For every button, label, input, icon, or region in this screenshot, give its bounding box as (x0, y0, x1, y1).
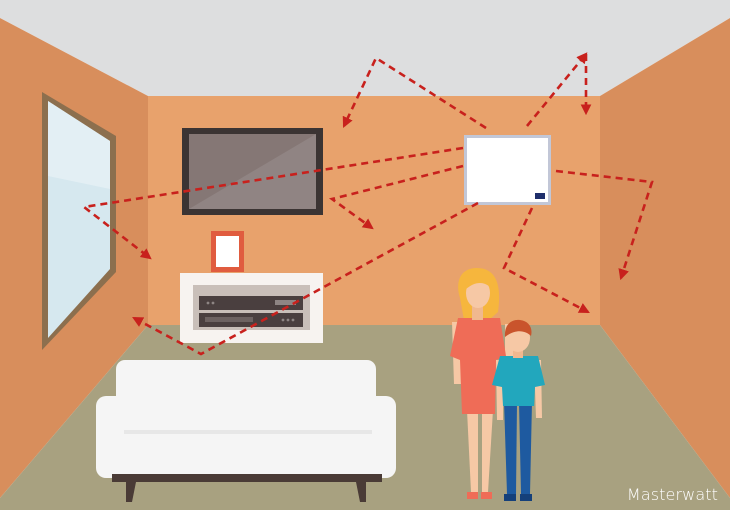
picture-frame-icon (211, 231, 244, 272)
watermark-text: Masterwatt (627, 487, 718, 503)
infrared-heater-panel-icon (464, 135, 551, 205)
heater-badge (535, 193, 545, 199)
sofa-icon (96, 360, 396, 502)
tv-icon (182, 128, 323, 215)
tv-unit (180, 273, 323, 343)
